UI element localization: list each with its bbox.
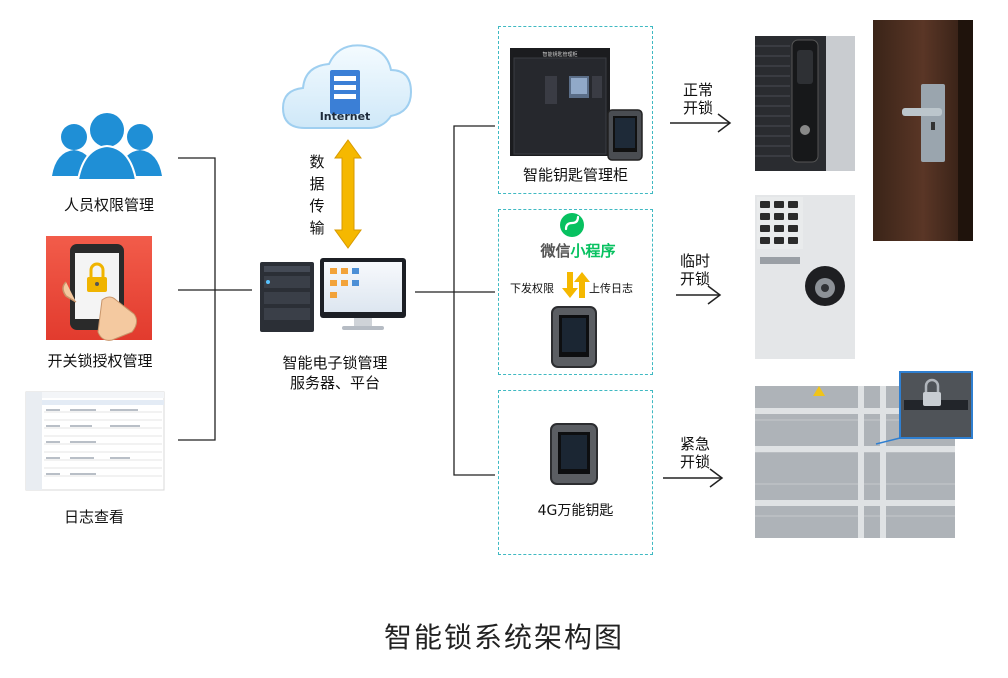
miniprogram-box (498, 209, 653, 375)
wechat-miniprogram-brand: 微信小程序 (528, 240, 628, 261)
brand-miniprogram-text: 小程序 (570, 242, 616, 260)
phone-lock-icon (46, 236, 152, 341)
monitor-icon (320, 258, 406, 330)
up-down-arrows-icon (562, 272, 590, 298)
wechat-miniprogram-icon (560, 213, 584, 237)
unlock-arrows (663, 113, 732, 488)
key-cabinet-icon (510, 48, 643, 161)
universal-key-label: 4G万能钥匙 (537, 503, 614, 519)
cabinet-box (498, 26, 653, 194)
internet-label: Internet (319, 110, 371, 123)
data-transfer-arrow (334, 139, 362, 249)
transfer-char-2: 据 (309, 175, 325, 193)
log-screenshot-icon (25, 391, 165, 491)
rack-handle-lock-photo (755, 36, 855, 171)
transfer-char-1: 数 (309, 153, 325, 171)
keypad-lock-photo (755, 195, 855, 359)
temporary-unlock-line1: 临时 (679, 252, 710, 270)
left-connector-lines (178, 157, 252, 441)
emergency-unlock-line2: 开锁 (679, 453, 710, 471)
transfer-char-4: 输 (309, 219, 325, 237)
cabinet-sign: 智能钥匙管理柜 (542, 51, 577, 58)
temporary-unlock-line2: 开锁 (679, 270, 710, 288)
issue-permission-label: 下发权限 (510, 282, 554, 295)
log-view-label: 日志查看 (63, 508, 124, 526)
server-label-line2: 服务器、平台 (289, 374, 380, 392)
door-handle-photo (873, 20, 973, 241)
switch-lock-auth-label: 开关锁授权管理 (47, 352, 153, 370)
smart-key-device-icon (551, 306, 597, 368)
emergency-unlock-line1: 紧急 (679, 435, 710, 453)
server-label-line1: 智能电子锁管理 (282, 354, 388, 372)
brand-wechat-text: 微信 (540, 242, 571, 260)
personnel-permission-label: 人员权限管理 (63, 196, 154, 214)
diagram-title: 智能锁系统架构图 (383, 621, 624, 654)
key-cabinet-label: 智能钥匙管理柜 (522, 166, 628, 184)
right-connector-lines (415, 125, 495, 476)
people-icon (52, 113, 162, 181)
server-tower-icon (260, 262, 314, 332)
upload-log-label: 上传日志 (589, 282, 633, 295)
universal-key-device-icon (550, 423, 598, 485)
universal-key-box (498, 390, 653, 555)
normal-unlock-line2: 开锁 (682, 99, 713, 117)
transfer-char-3: 传 (309, 197, 325, 215)
cloud-icon (281, 44, 413, 129)
normal-unlock-line1: 正常 (682, 81, 713, 99)
outdoor-cabinet-photo (755, 371, 973, 538)
